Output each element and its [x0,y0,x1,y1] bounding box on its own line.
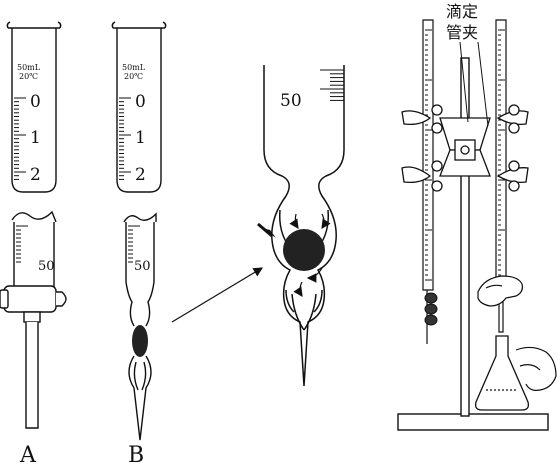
clamp-label-line-1: 滴定 [446,2,478,21]
left-buret-beads [424,292,438,326]
zoom-scale-ticks [320,69,344,101]
buret-a-scale-1: 1 [30,128,41,148]
flow-arrows [289,213,331,297]
buret-clamp [401,104,529,192]
caption-b: B [128,443,144,467]
buret-b-scale-1: 1 [135,128,146,148]
right-hand-icon [515,346,557,391]
left-buret-ticks [425,29,432,281]
buret-b-top [111,21,167,193]
buret-b-scale-0: 0 [135,92,146,112]
buret-b-lower-mark: 50 [134,259,151,274]
buret-a-top [6,21,62,193]
right-buret-ticks [498,29,505,276]
buret-b-bottom [123,212,157,441]
ring-stand [397,57,549,431]
conical-flask-icon [474,335,530,411]
buret-a-temp-label: 20℃ [19,72,38,81]
stopcock-icon [0,285,67,429]
clamp-label-line-2: 管夹 [446,23,478,42]
clamp-label-leader-2 [477,41,489,127]
buret-b-lower-ticks [128,225,140,263]
buret-b-volume-label: 50mL [122,63,146,72]
buret-a-lower-ticks [16,225,28,263]
buret-a-scale-0: 0 [30,92,41,112]
zoom-mark-50: 50 [280,91,302,111]
stand-base [397,413,549,431]
buret-a-scale-ticks [14,97,26,180]
zoom-glass-bead-icon [283,229,325,271]
zoomed-buret-tip [263,65,345,387]
glass-bead-icon [132,325,148,357]
pinch-arrow-shaft [257,222,273,238]
buret-b-scale-2: 2 [135,165,146,185]
clamp-label-leader-1 [459,41,469,123]
buret-b-scale-ticks [119,97,131,180]
buret-a-scale-2: 2 [30,165,41,185]
zoom-pointer-arrow [171,267,264,323]
buret-b-temp-label: 20℃ [124,72,143,81]
stand-rod [460,57,470,417]
buret-a-lower-mark: 50 [38,259,55,274]
buret-a-volume-label: 50mL [17,63,41,72]
caption-a: A [19,443,37,467]
left-hand-icon [477,275,523,307]
